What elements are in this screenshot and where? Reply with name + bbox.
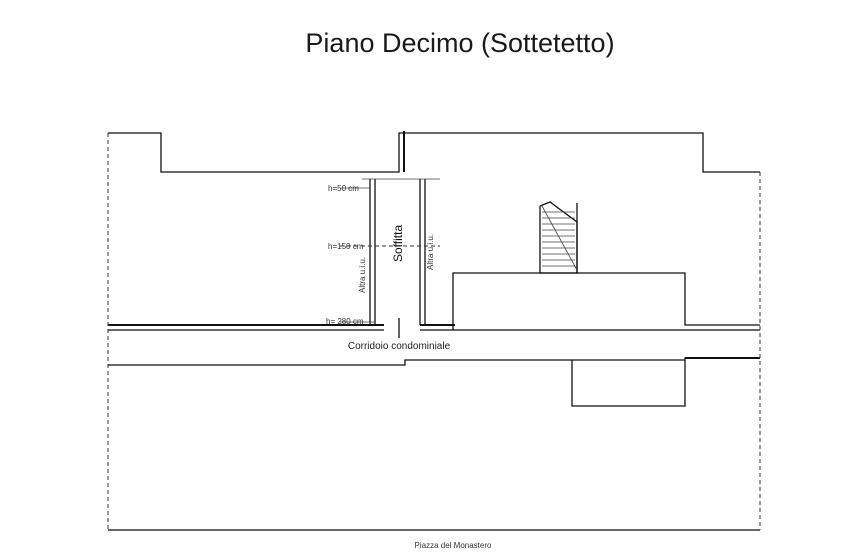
street-label: Piazza del Monastero	[415, 541, 492, 550]
other-unit-label-right: Altra u.i.u.	[426, 234, 435, 270]
soffitta-walls	[340, 178, 440, 338]
plan-title: Piano Decimo (Sottetetto)	[305, 28, 614, 58]
height-label-mid: h=150 cm	[328, 242, 364, 251]
outer-boundary	[107, 133, 761, 531]
staircase	[539, 201, 578, 274]
corridor-label: Corridoio condominiale	[348, 341, 451, 352]
other-unit-label-left: Altra u.i.u.	[358, 257, 367, 293]
room-label-soffitta: Soffitta	[391, 225, 405, 262]
upper-block-walls	[108, 131, 760, 331]
height-label-top: h=50 cm	[328, 184, 359, 193]
corridor-walls	[108, 357, 760, 407]
height-label-bottom: h= 280 cm	[326, 317, 364, 326]
